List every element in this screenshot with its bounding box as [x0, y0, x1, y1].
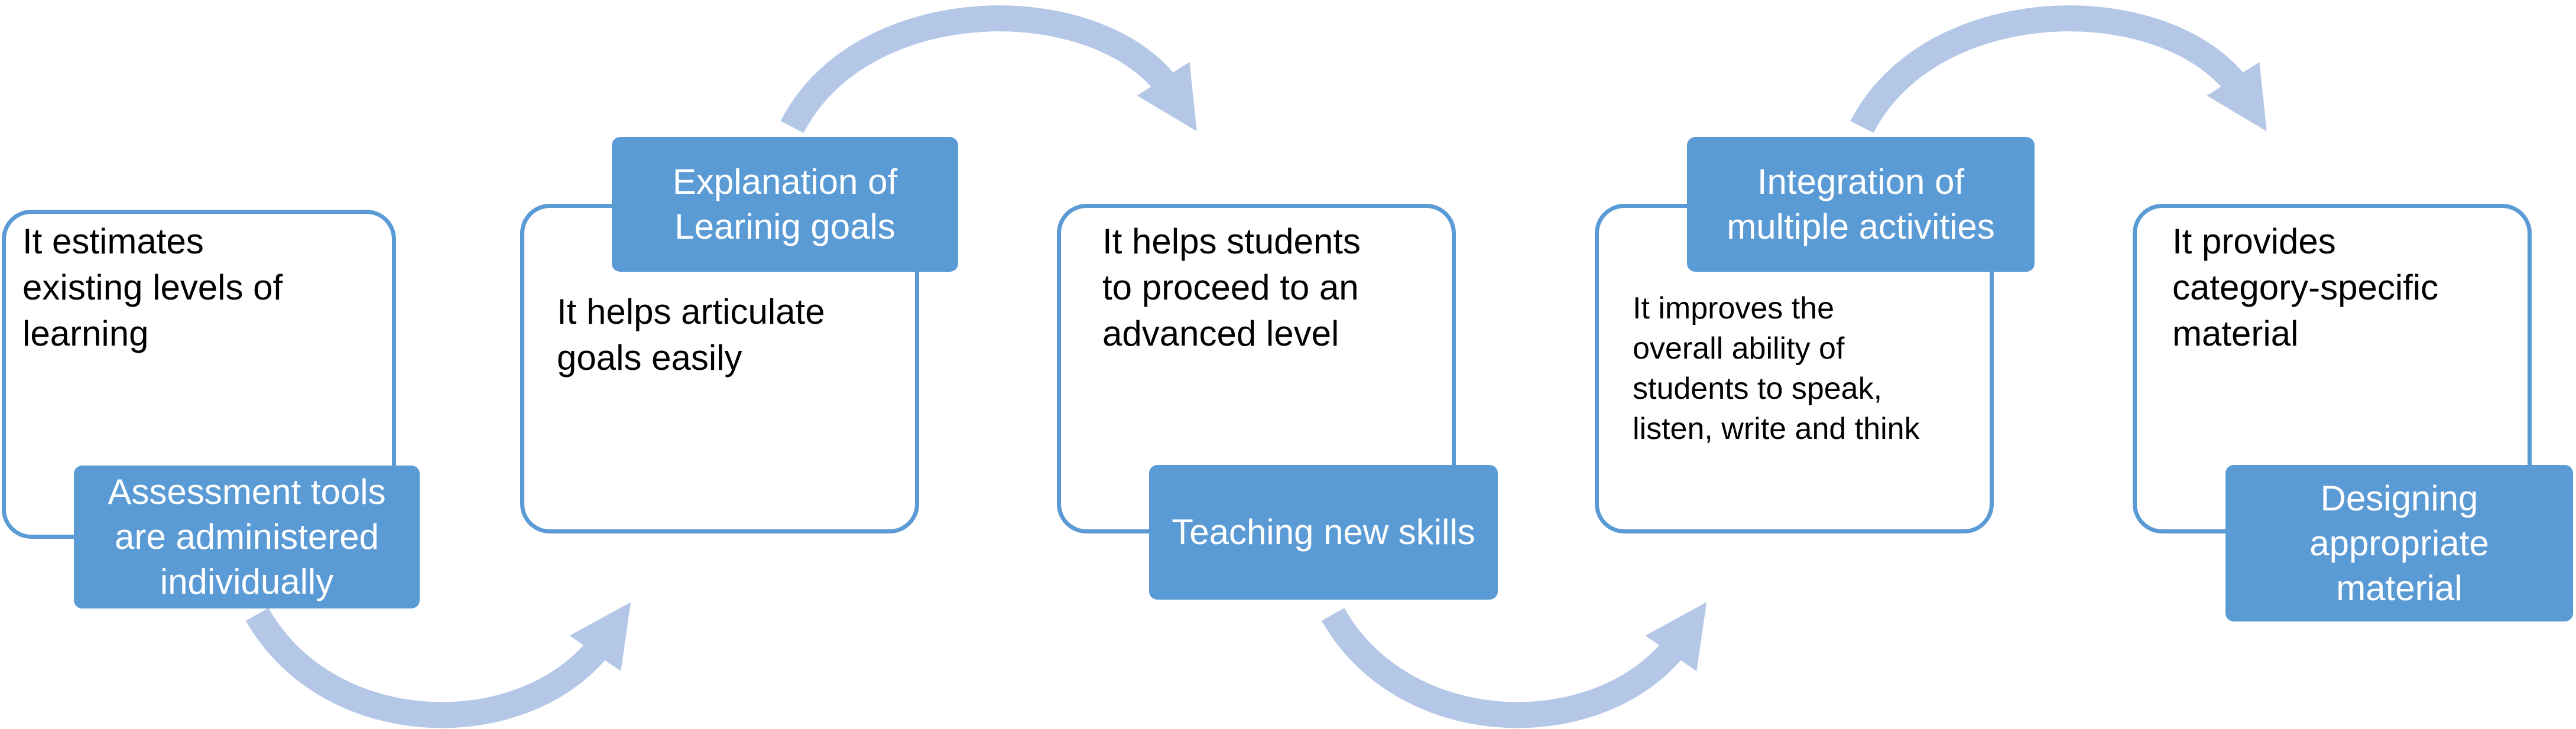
- arrow-4-to-5: [1850, 5, 2267, 134]
- step-4-label: Integration of multiple activities: [1687, 137, 2035, 272]
- step-2-description: It helps articulate goals easily: [557, 292, 825, 377]
- step-5-description: It provides category-specific material: [2172, 222, 2439, 353]
- step-1-label: Assessment tools are administered indivi…: [74, 466, 420, 608]
- step-5-label: Designing appropriate material: [2225, 465, 2573, 621]
- step-2-label: Explanation of Learinig goals: [612, 137, 958, 272]
- arrow-3-to-4: [1321, 602, 1707, 728]
- step-1-description: It estimates existing levels of learning: [22, 222, 283, 353]
- step-3-label: Teaching new skills: [1149, 465, 1498, 600]
- arrow-1-to-2: [245, 602, 631, 728]
- step-4-description: It improves the overall ability of stude…: [1633, 291, 1920, 446]
- arrow-2-to-3: [780, 5, 1197, 134]
- step-3-description: It helps students to proceed to an advan…: [1102, 222, 1361, 353]
